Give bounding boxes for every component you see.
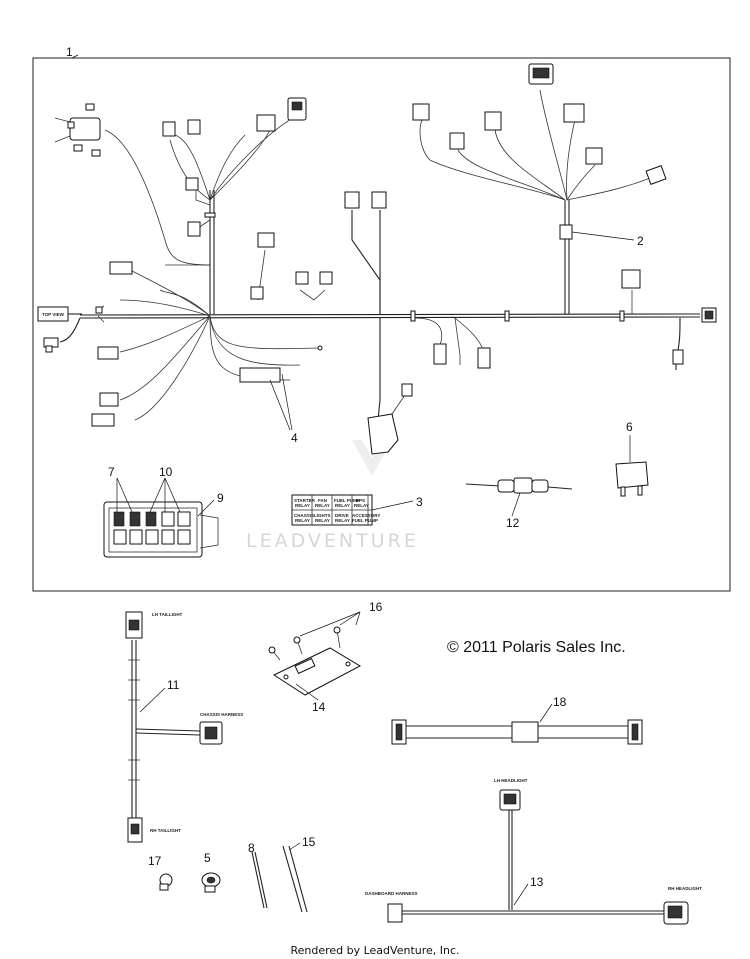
callout-13: 13 [530,875,544,889]
svg-text:CHASSIS HARNESS: CHASSIS HARNESS [200,712,243,717]
svg-text:RELAY: RELAY [335,503,350,508]
svg-text:TOP VIEW: TOP VIEW [42,312,65,317]
svg-text:RELAY: RELAY [354,503,369,508]
svg-text:RELAY: RELAY [295,518,310,523]
callout-12: 12 [506,516,520,530]
footer-credit: Rendered by LeadVenture, Inc. [290,944,460,957]
callout-7: 7 [108,465,115,479]
svg-text:RELAY: RELAY [335,518,350,523]
svg-text:FAN: FAN [318,498,327,503]
callout-2: 2 [637,234,644,248]
svg-text:RELAY: RELAY [315,518,330,523]
svg-text:LIGHTS: LIGHTS [314,513,331,518]
svg-text:CHASSIS: CHASSIS [294,513,314,518]
grommet-17 [159,873,173,891]
relay-label [291,494,373,526]
strap-15 [282,845,303,913]
callout-4: 4 [291,431,298,445]
svg-text:DASHBOARD HARNESS: DASHBOARD HARNESS [365,891,418,896]
center-branches [250,191,491,455]
svg-text:FUEL PUMP: FUEL PUMP [352,518,378,523]
harness-frame [32,57,731,592]
callout-5: 5 [204,851,211,865]
extension-harness-18 [391,719,643,745]
main-harness: TOP VIEW [37,305,717,370]
svg-text:STARTER: STARTER [294,498,316,503]
copyright-text: © 2011 Polaris Sales Inc. [447,639,626,656]
callout-11: 11 [167,678,180,692]
svg-text:EPS: EPS [356,498,365,503]
left-branches [54,97,323,427]
callout-14: 14 [312,700,326,714]
callout-8: 8 [248,841,255,855]
callout-1: 1 [66,45,73,59]
callout-18: 18 [553,695,567,709]
svg-text:ACCESSORY: ACCESSORY [352,513,380,518]
svg-text:RH TAILLIGHT: RH TAILLIGHT [150,828,181,833]
callout-17: 17 [148,854,162,868]
svg-text:LH TAILLIGHT: LH TAILLIGHT [152,612,183,617]
watermark-text: LEADVENTURE [246,530,419,552]
svg-text:RH HEADLIGHT: RH HEADLIGHT [668,886,702,891]
callout-10: 10 [159,465,173,479]
callout-16: 16 [369,600,383,614]
inline-fuse [465,477,573,494]
svg-text:DRIVE: DRIVE [335,513,349,518]
right-branches [412,63,667,314]
svg-text:RELAY: RELAY [295,503,310,508]
bracket-14 [268,626,362,696]
svg-text:LH HEADLIGHT: LH HEADLIGHT [494,778,528,783]
cable-tie-8 [251,851,265,909]
relay-6 [615,461,649,497]
svg-text:RELAY: RELAY [315,503,330,508]
callout-9: 9 [217,491,224,505]
callout-6: 6 [626,420,633,434]
headlight-harness-13 [387,789,689,925]
callout-15: 15 [302,835,316,849]
callout-3: 3 [416,495,423,509]
taillight-harness [125,611,223,843]
clip-5 [201,872,221,893]
fuse-box [103,501,219,558]
svg-text:FUEL PUMP: FUEL PUMP [334,498,360,503]
